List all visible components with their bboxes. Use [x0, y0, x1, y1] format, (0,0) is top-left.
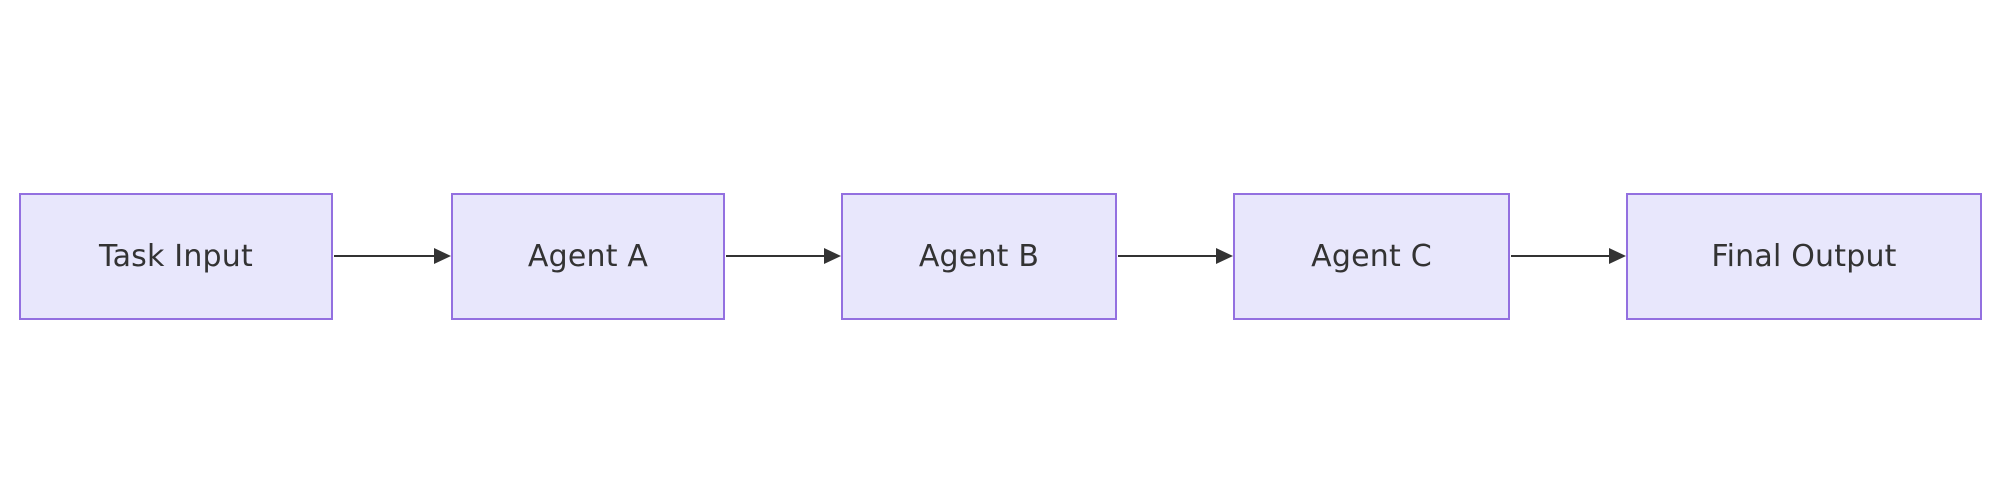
arrowhead-icon [434, 248, 451, 264]
arrowhead-icon [1216, 248, 1233, 264]
node-label: Agent A [527, 238, 649, 274]
edge-agent-c-to-final-output [1511, 248, 1626, 264]
edge-agent-a-to-agent-b [726, 248, 841, 264]
flow-row: Task Input Agent A Agent B Agent C Final… [0, 193, 2000, 320]
node-agent-b[interactable]: Agent B [841, 193, 1117, 320]
node-final-output[interactable]: Final Output [1626, 193, 1982, 320]
node-label: Final Output [1711, 238, 1897, 274]
node-label: Agent C [1311, 238, 1432, 274]
node-agent-a[interactable]: Agent A [451, 193, 725, 320]
arrowhead-icon [824, 248, 841, 264]
node-label: Agent B [918, 238, 1040, 274]
edge-agent-b-to-agent-c [1118, 248, 1233, 264]
edge-task-input-to-agent-a [334, 248, 451, 264]
node-task-input[interactable]: Task Input [19, 193, 333, 320]
edge-line [1118, 255, 1216, 257]
edge-line [1511, 255, 1609, 257]
edge-line [334, 255, 434, 257]
arrowhead-icon [1609, 248, 1626, 264]
node-label: Task Input [99, 238, 253, 274]
node-agent-c[interactable]: Agent C [1233, 193, 1510, 320]
edge-line [726, 255, 824, 257]
